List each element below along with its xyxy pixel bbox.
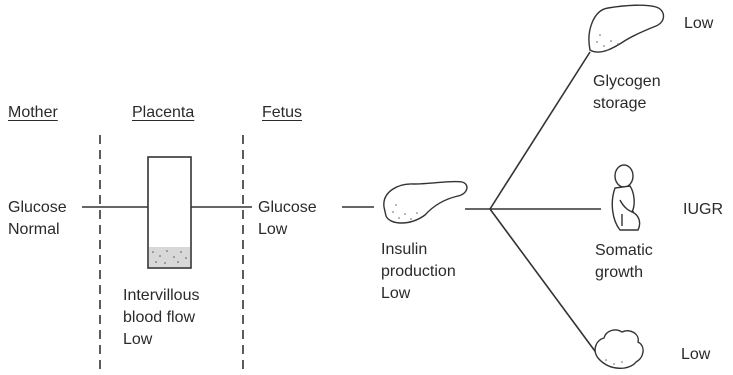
growth-level: IUGR (683, 200, 723, 220)
branch-lower (490, 209, 603, 362)
placenta-column-header: Placenta (132, 103, 194, 123)
fetus-icon (612, 165, 639, 230)
glycogen-label-line2: storage (593, 94, 646, 114)
branch-upper (490, 52, 590, 209)
insulin-label-line1: Insulin (381, 240, 427, 260)
intervillous-status: Low (123, 330, 152, 350)
third-organ-level: Low (681, 345, 710, 365)
mother-glucose-status: Normal (8, 220, 60, 240)
mother-column-header: Mother (8, 103, 58, 123)
fetal-glucose-status: Low (258, 220, 287, 240)
placenta-box-stipple (149, 247, 190, 267)
pancreas-icon (384, 181, 467, 223)
intervillous-label-line1: Intervillous (123, 286, 199, 306)
adipose-icon (595, 330, 643, 368)
intervillous-label-line2: blood flow (123, 308, 195, 328)
fetal-glucose-label: Glucose (258, 198, 317, 218)
glycogen-label-line1: Glycogen (593, 72, 661, 92)
somatic-label-line1: Somatic (595, 241, 653, 261)
somatic-label-line2: growth (595, 263, 643, 283)
mother-glucose-label: Glucose (8, 198, 67, 218)
liver-icon (589, 5, 664, 52)
insulin-status: Low (381, 284, 410, 304)
liver-level: Low (684, 14, 713, 34)
insulin-label-line2: production (381, 262, 456, 282)
fetus-column-header: Fetus (262, 103, 302, 123)
